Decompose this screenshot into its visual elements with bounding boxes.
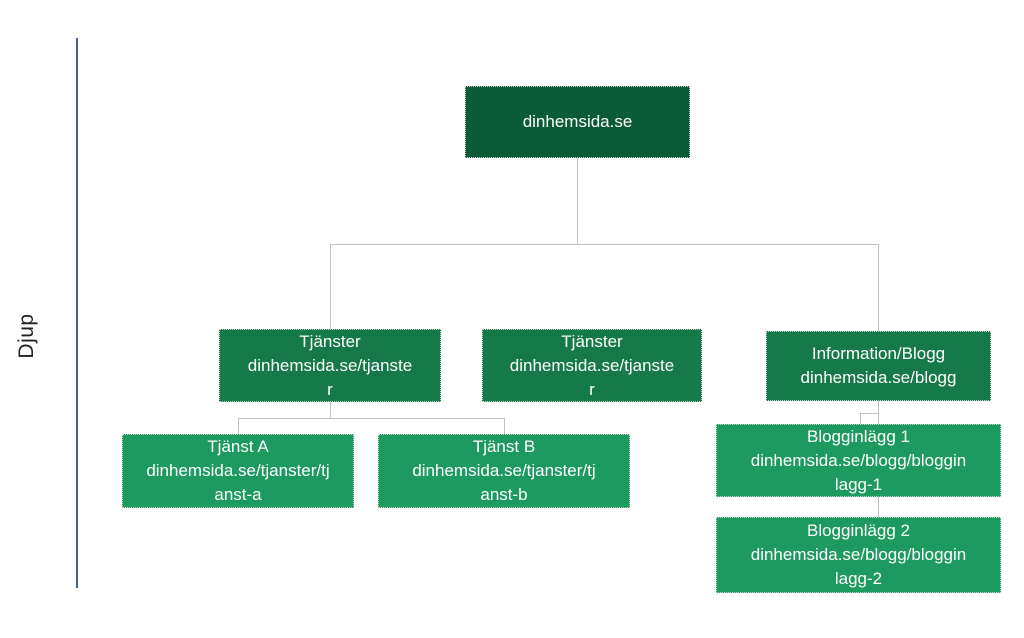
node-blogginlagg-1-label: Blogginlägg 1 [806,426,911,446]
connector-tjanster-drop [330,402,331,418]
node-tjanst-a[interactable]: Tjänst A dinhemsida.se/tjanster/tjanst-a [122,434,354,508]
node-blogginlagg-2-label: Blogginlägg 2 [806,521,911,540]
node-tjanster-middle[interactable]: Tjänster dinhemsida.se/tjanster [482,329,702,402]
connector-blogginlagg-1-drop [878,401,879,424]
node-tjanst-a-url: dinhemsida.se/tjanster/tjanst-a [146,461,330,504]
connector-blogg-branch [878,244,879,331]
node-information-blogg[interactable]: Information/Blogg dinhemsida.se/blogg [766,331,991,401]
connector-blogginlagg-step-horizontal [860,413,879,414]
connector-tjanst-b-drop [504,418,505,434]
depth-axis-line [76,38,78,588]
node-home-label: dinhemsida.se [522,112,633,131]
node-home[interactable]: dinhemsida.se [465,86,690,158]
node-blogginlagg-1-url: dinhemsida.se/blogg/blogginlagg-1 [750,450,967,494]
node-tjanster-left[interactable]: Tjänster dinhemsida.se/tjanster [219,329,441,402]
node-tjanster-middle-url: dinhemsida.se/tjanster [509,355,675,399]
connector-blogginlagg-step-vertical [860,413,861,424]
node-tjanst-a-label: Tjänst A [207,437,269,456]
node-tjanst-b[interactable]: Tjänst B dinhemsida.se/tjanster/tjanst-b [378,434,630,508]
connector-tjanst-a-drop [238,418,239,434]
node-information-blogg-url: dinhemsida.se/blogg [800,368,957,387]
connector-root-drop [577,158,578,244]
node-tjanster-middle-label: Tjänster [561,331,623,351]
node-information-blogg-label: Information/Blogg [811,344,946,363]
node-tjanst-b-label: Tjänst B [472,437,536,456]
node-tjanster-left-url: dinhemsida.se/tjanster [247,355,413,399]
node-tjanster-left-label: Tjänster [299,331,361,351]
connector-tjanst-horizontal [238,418,505,419]
node-blogginlagg-2[interactable]: Blogginlägg 2 dinhemsida.se/blogg/bloggi… [716,517,1001,593]
connector-level2-horizontal [330,244,879,245]
depth-axis-label: Djup [15,313,38,359]
node-blogginlagg-1[interactable]: Blogginlägg 1 dinhemsida.se/blogg/bloggi… [716,424,1001,497]
node-blogginlagg-2-url: dinhemsida.se/blogg/blogginlagg-2 [750,545,967,588]
connector-tjanster-branch [330,244,331,329]
connector-blogginlagg-2-drop [878,497,879,517]
node-tjanst-b-url: dinhemsida.se/tjanster/tjanst-b [412,461,596,504]
